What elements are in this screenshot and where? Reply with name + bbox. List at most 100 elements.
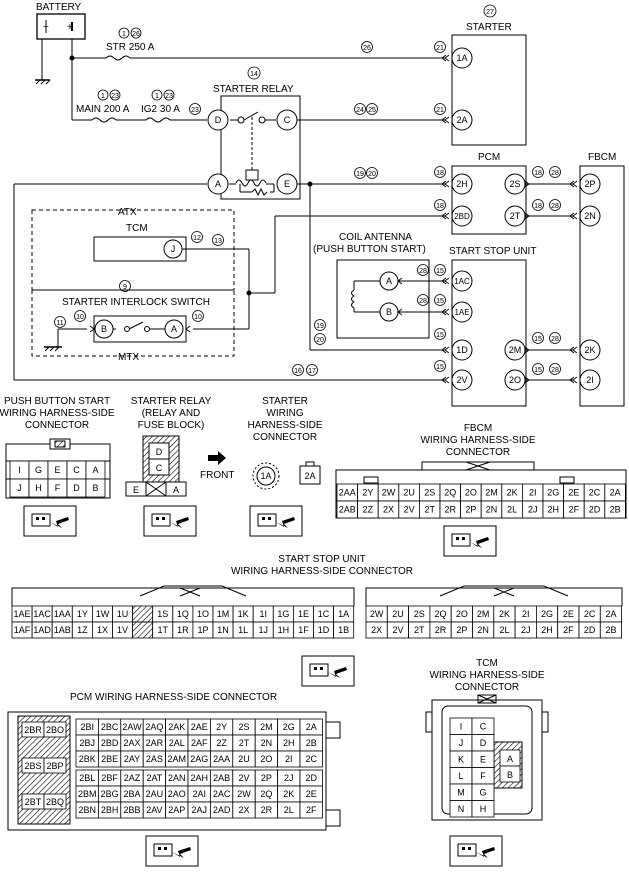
ref-number: 1	[155, 93, 159, 100]
pcm-pin: 2BI	[80, 722, 94, 732]
fbcm-pin: 2B	[610, 504, 621, 514]
pin-label: A	[386, 276, 392, 286]
pcm-pin: 2BP	[46, 761, 63, 771]
fbcm-connector-title: WIRING HARNESS-SIDE	[420, 435, 535, 446]
pin-label: J	[171, 244, 176, 254]
push-pin-cell	[85, 478, 106, 498]
pin-label: 2A	[456, 115, 467, 125]
battery-minus: −	[43, 22, 49, 33]
ssu-pin: 1AC	[33, 609, 51, 619]
ref-number: 28	[551, 170, 559, 177]
pin-label: 2O	[509, 375, 521, 385]
ref-number: 21	[436, 107, 444, 114]
pcm-pin: 2AX	[123, 738, 140, 748]
pin-label: D	[215, 115, 222, 125]
battery-plus: +	[67, 22, 73, 33]
ref-number: 17	[308, 368, 316, 375]
pcm-pin: 2BL	[79, 773, 95, 783]
ssu-pin: 1S	[157, 609, 168, 619]
push-pin: A	[92, 465, 98, 475]
ssu-pin: 1O	[197, 609, 209, 619]
coil-antenna-label: COIL ANTENNA	[339, 232, 412, 243]
relay-connector-title: (RELAY AND	[142, 408, 201, 419]
pcm-pin: 2G	[283, 722, 295, 732]
ref-number: 25	[368, 107, 376, 114]
tcm-connector-title: CONNECTOR	[455, 682, 519, 693]
fbcm-pin: 2M	[485, 487, 498, 497]
ref-number: 15	[534, 367, 542, 374]
pcm-pin: 2AR	[146, 738, 164, 748]
pcm-pin: 2AI	[192, 789, 206, 799]
pcm-pin: 2BO	[46, 725, 64, 735]
pcm-pin: 2AA	[213, 754, 230, 764]
ssu-pin: 1AF	[14, 625, 31, 635]
ssu-pin: 1AB	[54, 625, 71, 635]
tcm-pin: N	[458, 804, 465, 814]
ssu-pin: 2K	[499, 609, 510, 619]
fbcm-pin: 2W	[382, 487, 396, 497]
ssu-pin: 2M	[477, 609, 490, 619]
ref-number: 23	[191, 107, 199, 114]
pcm-pin: 2AS	[146, 754, 163, 764]
pcm-pin: 2BJ	[79, 738, 95, 748]
ssu-pin: 1X	[97, 625, 108, 635]
relay-pin: E	[133, 485, 139, 495]
fbcm-connector	[335, 461, 627, 519]
fbcm-pin: 2Z	[363, 504, 374, 514]
ref-number: 28	[551, 336, 559, 343]
ref-number: 26	[363, 45, 371, 52]
pcm-pin: 2BG	[101, 789, 119, 799]
pcm-pin: 2D	[305, 773, 317, 783]
ssu-pin: 2N	[477, 625, 489, 635]
tcm-pin: B	[507, 770, 513, 780]
pcm-pin: 2I	[285, 754, 293, 764]
fbcm-pin: 2H	[548, 504, 560, 514]
push-connector-title: WIRING HARNESS-SIDE	[0, 408, 115, 419]
ssu-pin: 1R	[177, 625, 189, 635]
relay-pin: A	[173, 485, 179, 495]
pin-label: 2T	[510, 211, 521, 221]
fbcm-pin: 2X	[383, 504, 394, 514]
ref-number: 18	[436, 203, 444, 210]
pin-label: C	[284, 115, 291, 125]
starter-relay-box	[220, 95, 301, 200]
pcm-pin-cell	[43, 757, 67, 774]
pcm-pin: 2BE	[101, 754, 118, 764]
fbcm-pin: 2R	[445, 504, 457, 514]
ref-number: 24	[356, 107, 364, 114]
pcm-pin: 2J	[284, 773, 294, 783]
ssu-pin: 2I	[522, 609, 530, 619]
interlock-label: STARTER INTERLOCK SWITCH	[62, 297, 210, 308]
push-pin: C	[73, 465, 80, 475]
ssu-pin: 1F	[298, 625, 309, 635]
ref-number: 11	[56, 320, 63, 327]
pin-label: 1AE	[454, 308, 469, 317]
pin-label: A	[215, 179, 221, 189]
pcm-pin: 2W	[237, 789, 251, 799]
pcm-pin: 2O	[260, 754, 272, 764]
pcm-pin: 2L	[284, 805, 294, 815]
pcm-pin: 2M	[260, 722, 273, 732]
ssu-pin: 1G	[277, 609, 289, 619]
ssu-pin: 2W	[370, 609, 384, 619]
ssu-connector	[11, 585, 623, 606]
ssu-pin: 2U	[392, 609, 404, 619]
start-stop-unit-label: START STOP UNIT	[449, 246, 536, 257]
ref-number: 13	[214, 238, 222, 245]
ssu-pin-cell	[599, 621, 622, 639]
ssu-pin: 1AD	[33, 625, 51, 635]
ssu-pin: 2B	[605, 625, 616, 635]
pcm-pin: 2A	[306, 722, 317, 732]
pin-label: 1AC	[454, 277, 470, 286]
connector-face-icon	[301, 655, 355, 687]
ground-icon	[35, 79, 51, 85]
ref-number: 18	[534, 170, 542, 177]
ref-number: 28	[551, 203, 559, 210]
ref-number: 10	[194, 314, 202, 321]
tcm-connector-title: TCM	[476, 658, 498, 669]
ig2-fuse-label: IG2 30 A	[141, 104, 180, 115]
fbcm-pin: 2N	[486, 504, 498, 514]
start-stop-unit-box	[451, 259, 527, 407]
starter-connector-title: CONNECTOR	[253, 432, 317, 443]
